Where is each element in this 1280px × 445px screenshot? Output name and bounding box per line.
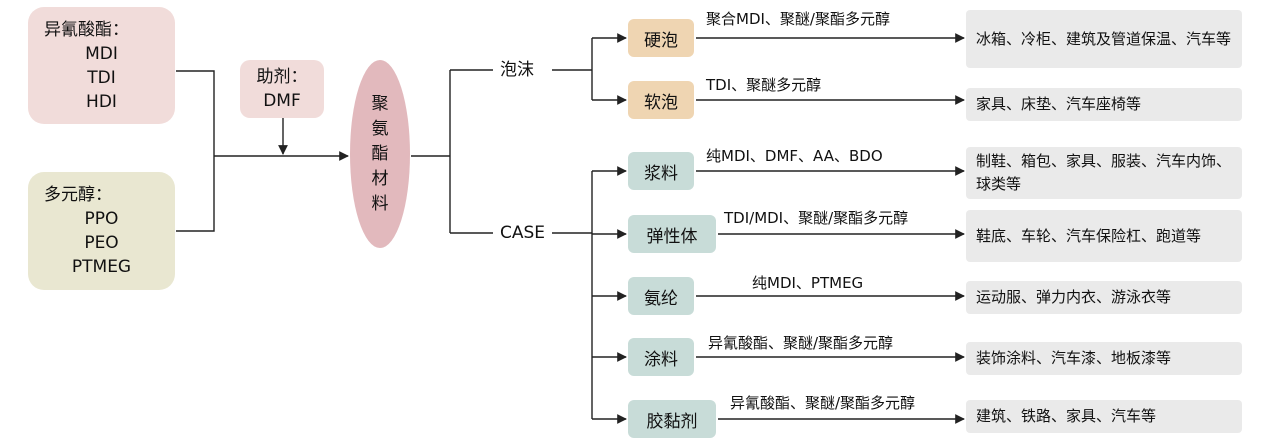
materials-label: 纯MDI、PTMEG [752,274,864,292]
polyol-item: PEO [84,233,119,253]
group-foam: 泡沫 [500,60,534,80]
auxiliary-item: DMF [263,91,301,111]
materials-label: 异氰酸酯、聚醚/聚酯多元醇 [708,334,894,352]
polyurethane-char: 聚 [371,93,389,114]
applications-box: 冰箱、冷柜、建筑及管道保温、汽车等 [966,10,1242,68]
materials-label: 纯MDI、DMF、AA、BDO [706,147,883,165]
isocyanate-item: HDI [86,91,117,112]
polyol-box: 多元醇： PPO PEO PTMEG [28,172,175,290]
isocyanate-item: TDI [87,67,116,88]
auxiliary-box: 助剂： DMF [240,60,324,118]
polyurethane-node: 聚 氨 酯 材 料 [350,60,410,248]
product-flexible-foam: 软泡 [628,81,694,119]
auxiliary-title: 助剂： [256,67,308,87]
materials-label: 聚合MDI、聚醚/聚酯多元醇 [706,10,890,28]
polyurethane-char: 酯 [371,143,389,164]
polyurethane-char: 料 [371,193,389,214]
applications-box: 运动服、弹力内衣、游泳衣等 [966,281,1242,314]
product-slurry: 浆料 [628,152,694,190]
group-case: CASE [500,223,546,243]
applications-box: 制鞋、箱包、家具、服装、汽车内饰、球类等 [966,147,1242,199]
product-adhesive: 胶黏剂 [628,400,716,438]
materials-label: TDI/MDI、聚醚/聚酯多元醇 [724,209,909,227]
materials-label: 异氰酸酯、聚醚/聚酯多元醇 [730,394,916,412]
applications-box: 鞋底、车轮、汽车保险杠、跑道等 [966,210,1242,262]
polyurethane-char: 材 [371,168,389,189]
applications-box: 建筑、铁路、家具、汽车等 [966,400,1242,433]
product-rigid-foam: 硬泡 [628,19,694,57]
polyol-title: 多元醇： [44,185,112,205]
isocyanate-title: 异氰酸酯： [44,19,129,40]
isocyanate-item: MDI [85,43,118,64]
applications-box: 家具、床垫、汽车座椅等 [966,88,1242,121]
materials-label: TDI、聚醚多元醇 [706,76,822,94]
polyurethane-char: 氨 [371,118,389,139]
product-coating: 涂料 [628,338,694,376]
product-spandex: 氨纶 [628,277,694,315]
applications-box: 装饰涂料、汽车漆、地板漆等 [966,342,1242,375]
product-elastomer: 弹性体 [628,215,716,253]
polyol-item: PPO [84,209,119,229]
polyol-item: PTMEG [71,257,132,277]
isocyanate-box: 异氰酸酯： MDI TDI HDI [28,7,175,124]
